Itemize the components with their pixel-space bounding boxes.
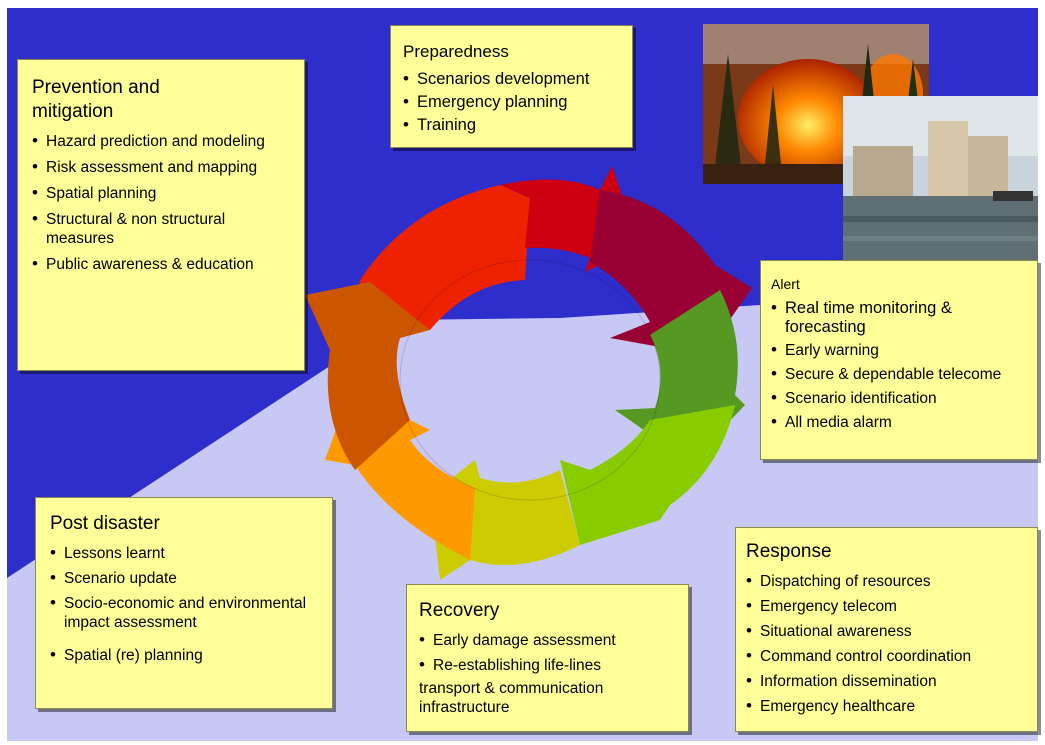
recovery-note: transport & communication infrastructure [419, 680, 604, 716]
recovery-box: Recovery Early damage assessment Re-esta… [406, 584, 689, 732]
prevention-list: Hazard prediction and modeling Risk asse… [32, 131, 290, 274]
wildfire-photo [703, 24, 929, 184]
list-item: All media alarm [771, 412, 1027, 432]
preparedness-title: Preparedness [403, 42, 509, 61]
list-item: Emergency healthcare [746, 696, 1027, 716]
list-item: Scenarios development [403, 69, 620, 89]
response-box: Response Dispatching of resources Emerge… [735, 527, 1038, 732]
list-item: Information dissemination [746, 671, 1027, 691]
recovery-title: Recovery [419, 600, 500, 621]
preparedness-box: Preparedness Scenarios development Emerg… [390, 25, 633, 148]
flood-photo [843, 96, 1038, 260]
ring-outline [399, 259, 661, 501]
alert-list: Real time monitoring & forecasting Early… [771, 298, 1027, 432]
list-item: Lessons learnt [50, 543, 320, 563]
response-title: Response [746, 541, 832, 562]
list-item: Emergency planning [403, 92, 620, 112]
prevention-box: Prevention and mitigation Hazard predict… [17, 59, 305, 371]
list-item: Emergency telecom [746, 596, 1027, 616]
list-item: Situational awareness [746, 621, 1027, 641]
list-item: Dispatching of resources [746, 571, 1027, 591]
recovery-list: Early damage assessment Re-establishing … [419, 630, 676, 717]
list-item: Scenario identification [771, 388, 1027, 408]
list-item: Training [403, 115, 620, 135]
preparedness-list: Scenarios development Emergency planning… [403, 69, 620, 135]
list-item: Command control coordination [746, 646, 1027, 666]
list-item: Spatial planning [32, 183, 290, 203]
list-item: Re-establishing life-lines [419, 655, 676, 675]
list-item: Hazard prediction and modeling [32, 131, 290, 151]
post-disaster-list: Lessons learnt Scenario update Socio-eco… [50, 543, 320, 665]
list-item: Real time monitoring & forecasting [771, 298, 1027, 337]
alert-title: Alert [771, 276, 800, 292]
list-item: Secure & dependable telecome [771, 364, 1027, 384]
ring-segment-1 [355, 185, 530, 330]
list-item: Risk assessment and mapping [32, 157, 290, 177]
prevention-title: Prevention and mitigation [32, 77, 160, 122]
post-disaster-title: Post disaster [50, 513, 160, 534]
list-item: Spatial (re) planning [50, 645, 320, 665]
list-item: Public awareness & education [32, 254, 290, 274]
response-list: Dispatching of resources Emergency telec… [746, 571, 1027, 716]
alert-box: Alert Real time monitoring & forecasting… [760, 260, 1038, 460]
list-item: Early damage assessment [419, 630, 676, 650]
list-item: Structural & non structural measures [32, 209, 290, 248]
ring-segment-8 [305, 282, 430, 470]
post-disaster-box: Post disaster Lessons learnt Scenario up… [35, 497, 333, 709]
list-item: Early warning [771, 340, 1027, 360]
ring-segment-5 [560, 405, 735, 545]
list-item: Socio-economic and environmental impact … [50, 593, 320, 632]
wildfire-image [703, 24, 929, 184]
list-item: Scenario update [50, 568, 320, 588]
flood-image [843, 96, 1038, 260]
